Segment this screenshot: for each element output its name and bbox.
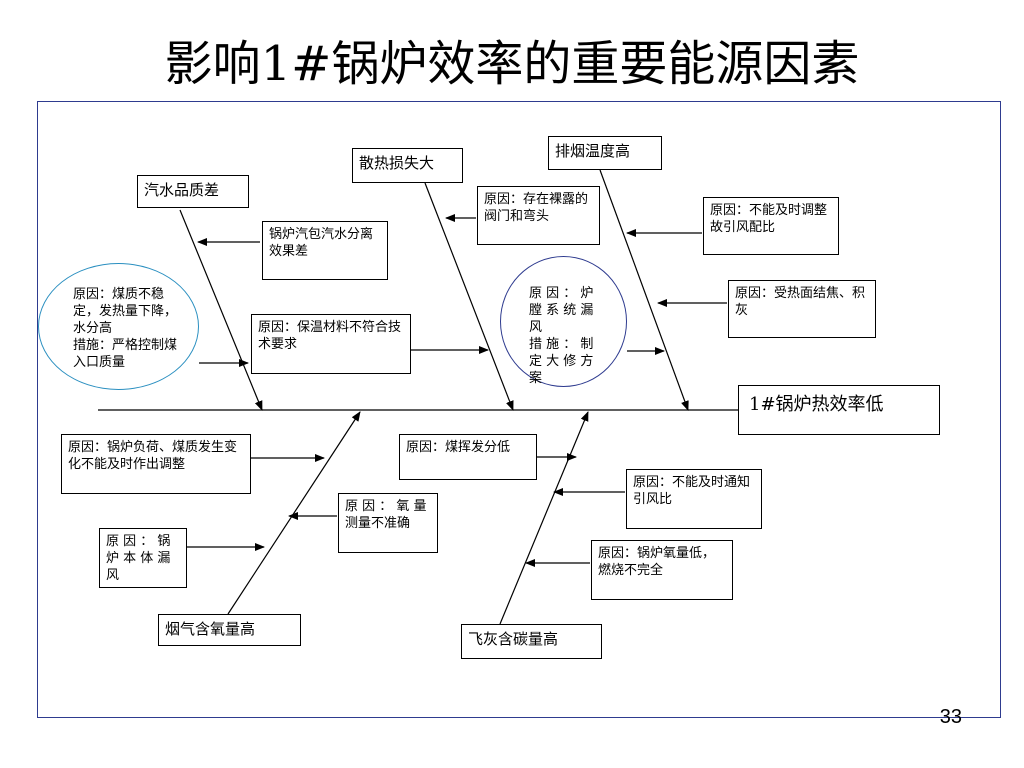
cause-insulation: 原因：保温材料不符合技术要求 [251, 314, 411, 374]
cause-body-leak: 原 因 ： 锅炉 本 体 漏风 [99, 528, 187, 588]
category-water-quality: 汽水品质差 [137, 175, 249, 208]
page-number: 33 [939, 706, 962, 728]
cause-oxygen-meter: 原 因 ： 氧 量测量不准确 [338, 493, 438, 553]
effect-box: 1#锅炉热效率低 [738, 385, 940, 435]
cause-slagging: 原因：受热面结焦、积灰 [728, 280, 876, 338]
cause-separation: 锅炉汽包汽水分离效果差 [262, 221, 388, 280]
category-exhaust-temp: 排烟温度高 [548, 136, 662, 170]
cause-coal-quality: 原因：煤质不稳定，发热量下降，水分高 措施：严格控制煤入口质量 [73, 287, 178, 370]
category-fly-ash-carbon: 飞灰含碳量高 [461, 624, 602, 659]
cause-furnace-leak: 原 因 ： 炉膛 系 统 漏风 措 施 ： 制定 大 修 方案 [529, 286, 594, 386]
bone-heat-loss [424, 182, 514, 411]
category-flue-oxygen: 烟气含氧量高 [158, 614, 301, 646]
cause-notify-fan: 原因：不能及时通知引风比 [626, 469, 762, 529]
diagram-frame [37, 101, 1001, 718]
cause-coal-quality-ellipse: 原因：煤质不稳定，发热量下降，水分高 措施：严格控制煤入口质量 [38, 263, 199, 390]
bone-fly-ash [499, 411, 589, 625]
cause-low-oxygen: 原因：锅炉氧量低，燃烧不完全 [591, 540, 733, 600]
bone-water-quality [179, 209, 263, 411]
cause-volatile: 原因：煤挥发分低 [399, 434, 537, 480]
slide-title: 影响1#锅炉效率的重要能源因素 [164, 36, 860, 92]
cause-load-change: 原因：锅炉负荷、煤质发生变化不能及时作出调整 [61, 434, 251, 494]
cause-furnace-leak-ellipse: 原 因 ： 炉膛 系 统 漏风 措 施 ： 制定 大 修 方案 [500, 256, 627, 387]
bone-exhaust-temp [599, 169, 689, 411]
cause-bare-valves: 原因：存在裸露的阀门和弯头 [477, 186, 600, 245]
cause-fan-ratio: 原因：不能及时调整故引风配比 [703, 197, 839, 255]
category-heat-loss: 散热损失大 [352, 148, 463, 183]
